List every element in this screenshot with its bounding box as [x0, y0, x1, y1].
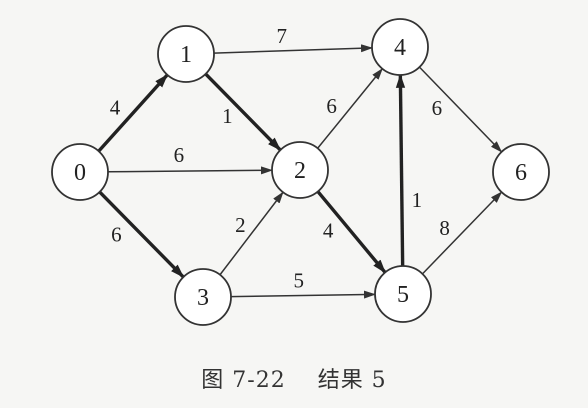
- edge-5-6: [421, 191, 503, 275]
- edge-3-5: [230, 290, 377, 299]
- edge-weight-2-4: 6: [326, 94, 337, 118]
- node-circle-4: [371, 18, 429, 76]
- edge-weight-4-6: 6: [432, 96, 443, 120]
- edge-2-4: [317, 67, 383, 149]
- node-circle-6: [492, 143, 550, 201]
- nodes-layer: 0 1 2 3 4 5 6: [51, 18, 550, 326]
- edge-0-3: [98, 190, 185, 279]
- node-label-4: 4: [394, 35, 406, 61]
- node-circle-0: [51, 143, 109, 201]
- edge-weight-0-2: 6: [174, 143, 185, 167]
- node-label-6: 6: [515, 160, 527, 186]
- node-5: 5: [374, 265, 432, 323]
- edge-5-4: [395, 73, 406, 267]
- node-label-5: 5: [397, 282, 409, 308]
- edge-0-2: [107, 166, 274, 175]
- edge-4-6: [418, 66, 503, 153]
- edge-weight-5-6: 8: [439, 216, 450, 240]
- node-1: 1: [157, 25, 215, 83]
- edge-0-1: [97, 73, 169, 153]
- edge-1-2: [204, 72, 282, 152]
- edge-weight-0-3: 6: [111, 223, 122, 247]
- edge-2-5: [316, 190, 387, 274]
- edge-weight-5-4: 1: [412, 188, 423, 212]
- node-0: 0: [51, 143, 109, 201]
- node-circle-3: [174, 268, 232, 326]
- node-label-1: 1: [180, 42, 192, 68]
- edge-weight-0-1: 4: [110, 96, 121, 120]
- node-4: 4: [371, 18, 429, 76]
- node-label-0: 0: [74, 160, 86, 186]
- node-circle-1: [157, 25, 215, 83]
- edge-weight-1-2: 1: [222, 104, 233, 128]
- edge-1-4: [213, 44, 374, 54]
- node-label-2: 2: [294, 158, 306, 184]
- edges-layer: [97, 44, 503, 299]
- node-label-3: 3: [197, 285, 209, 311]
- node-circle-5: [374, 265, 432, 323]
- node-3: 3: [174, 268, 232, 326]
- node-circle-2: [271, 141, 329, 199]
- edge-labels-layer: 4 6 6 1 7 6 4 2 5 1 6 8: [110, 24, 450, 293]
- edge-weight-3-5: 5: [294, 269, 305, 293]
- node-2: 2: [271, 141, 329, 199]
- edge-weight-3-2: 2: [235, 213, 246, 237]
- node-6: 6: [492, 143, 550, 201]
- figure-caption: 图 7-22 结果 5: [201, 368, 387, 393]
- edge-3-2: [219, 191, 284, 276]
- edge-weight-2-5: 4: [323, 218, 334, 242]
- edge-weight-1-4: 7: [277, 24, 288, 48]
